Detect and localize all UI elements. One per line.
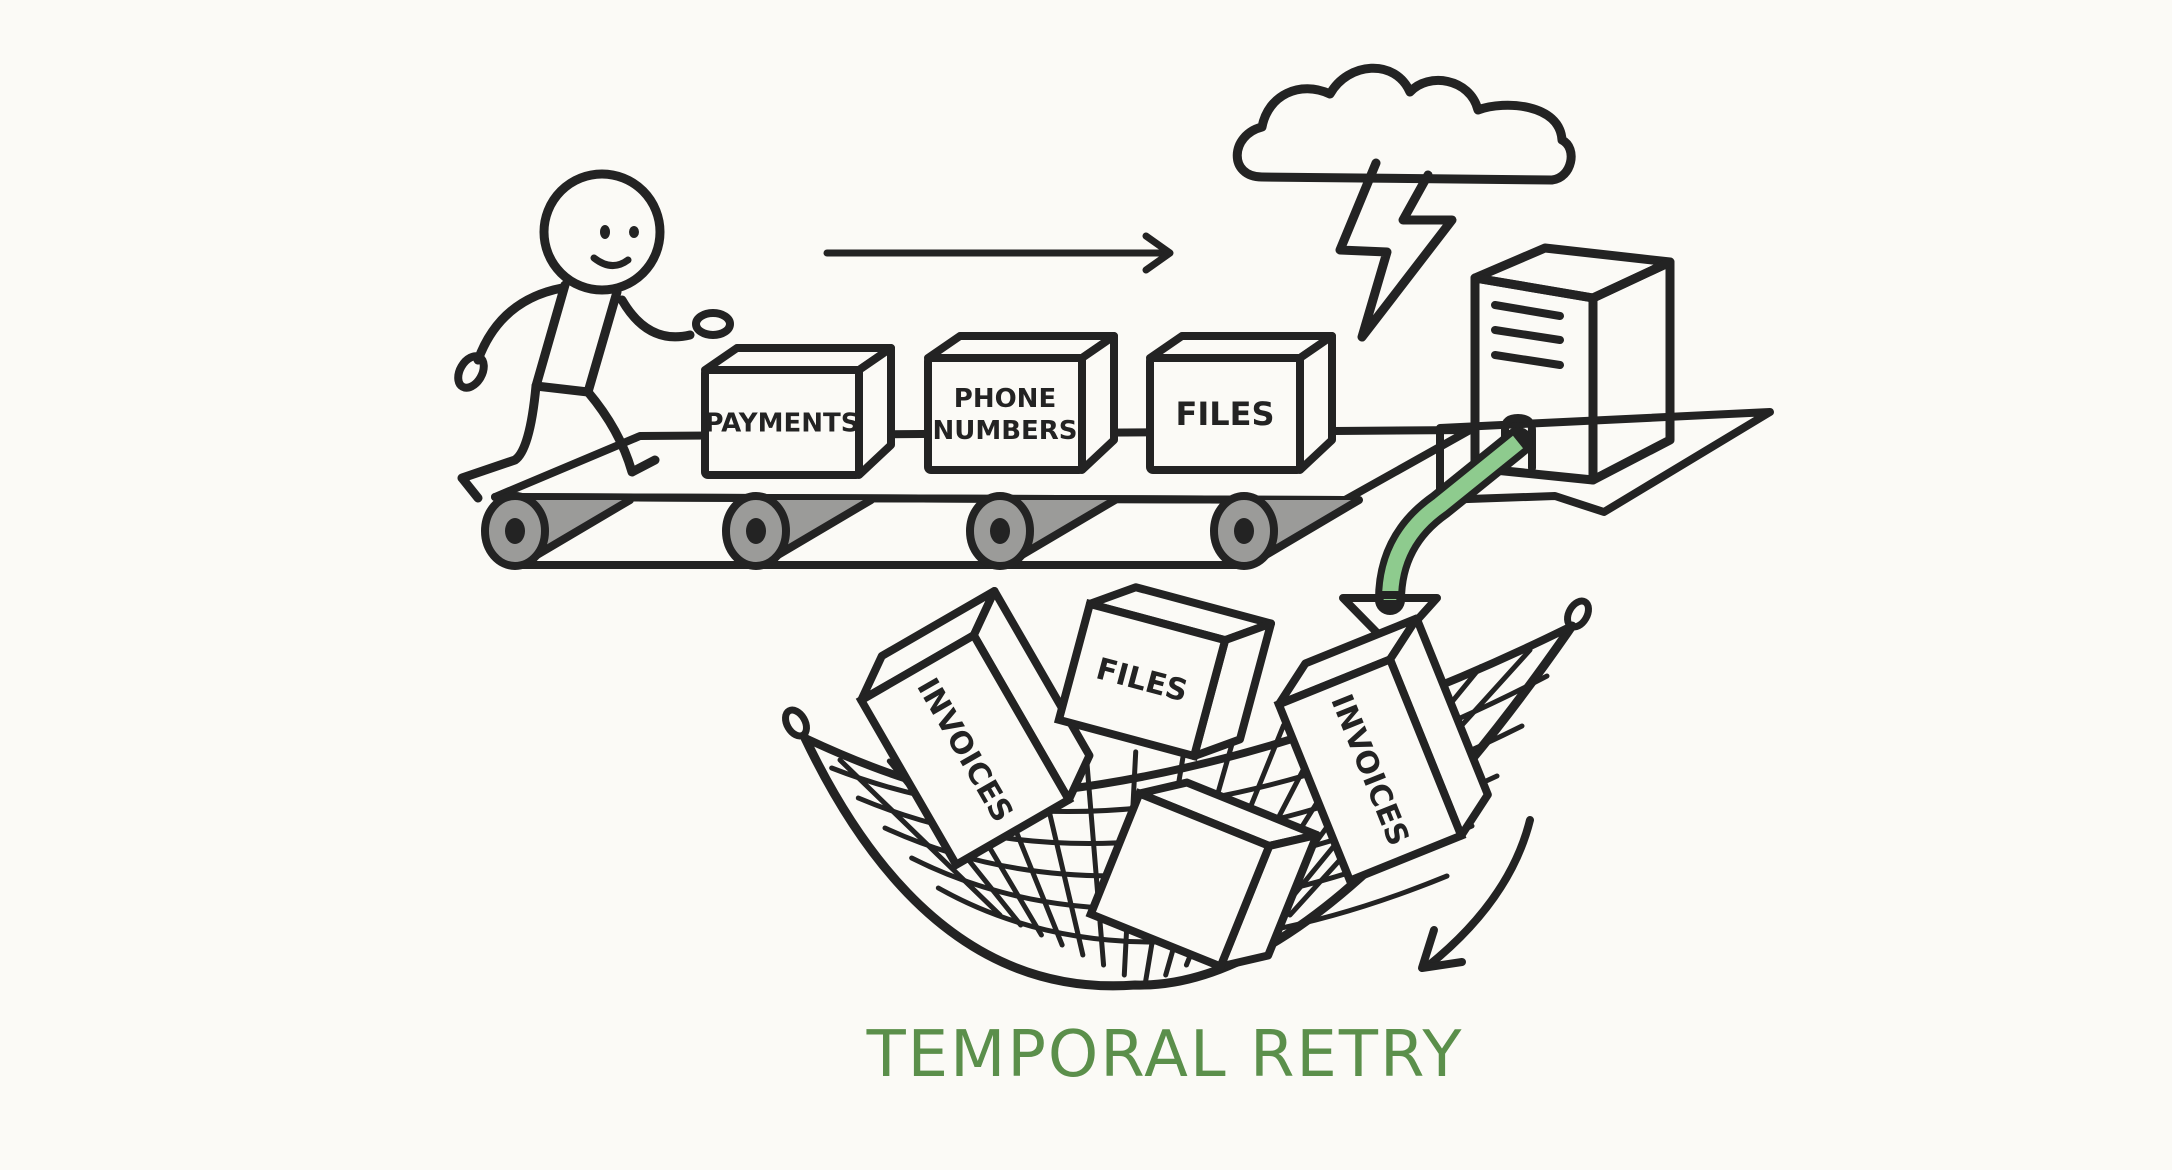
server-port bbox=[1501, 414, 1536, 472]
server-tower-icon bbox=[1470, 243, 1675, 485]
lightning-bolt-icon bbox=[1335, 158, 1457, 342]
conveyor-belt bbox=[481, 408, 1774, 570]
conveyor-roller bbox=[722, 492, 790, 570]
conveyor-box-label: PHONE bbox=[954, 384, 1056, 414]
fallen-box: INVOICES bbox=[855, 586, 1094, 871]
conveyor-roller bbox=[966, 492, 1034, 570]
net-strand bbox=[837, 757, 1003, 918]
conveyor-roller bbox=[481, 492, 549, 570]
net-strand bbox=[1083, 754, 1107, 968]
curved-return-arrow-icon bbox=[1418, 816, 1534, 972]
conveyor-box-label: PAYMENTS bbox=[705, 409, 860, 439]
fallen-box bbox=[1085, 778, 1321, 972]
conveyor-roller bbox=[1210, 492, 1278, 570]
conveyor-box-label: NUMBERS bbox=[932, 416, 1077, 446]
storm-cloud-icon bbox=[1232, 63, 1576, 185]
conveyor-box-label: FILES bbox=[1175, 395, 1274, 433]
conveyor-box: FILES bbox=[1146, 332, 1336, 474]
conveyor-box: PAYMENTS bbox=[701, 344, 895, 479]
fallen-box: INVOICES bbox=[1273, 614, 1492, 886]
fallen-box: FILES bbox=[1053, 583, 1276, 761]
stick-figure-person bbox=[454, 169, 734, 503]
right-arrow-icon bbox=[823, 232, 1174, 274]
title-temporal-retry: TEMPORAL RETRY bbox=[866, 1018, 1464, 1092]
failure-redirect-arrow-icon bbox=[1339, 427, 1533, 652]
